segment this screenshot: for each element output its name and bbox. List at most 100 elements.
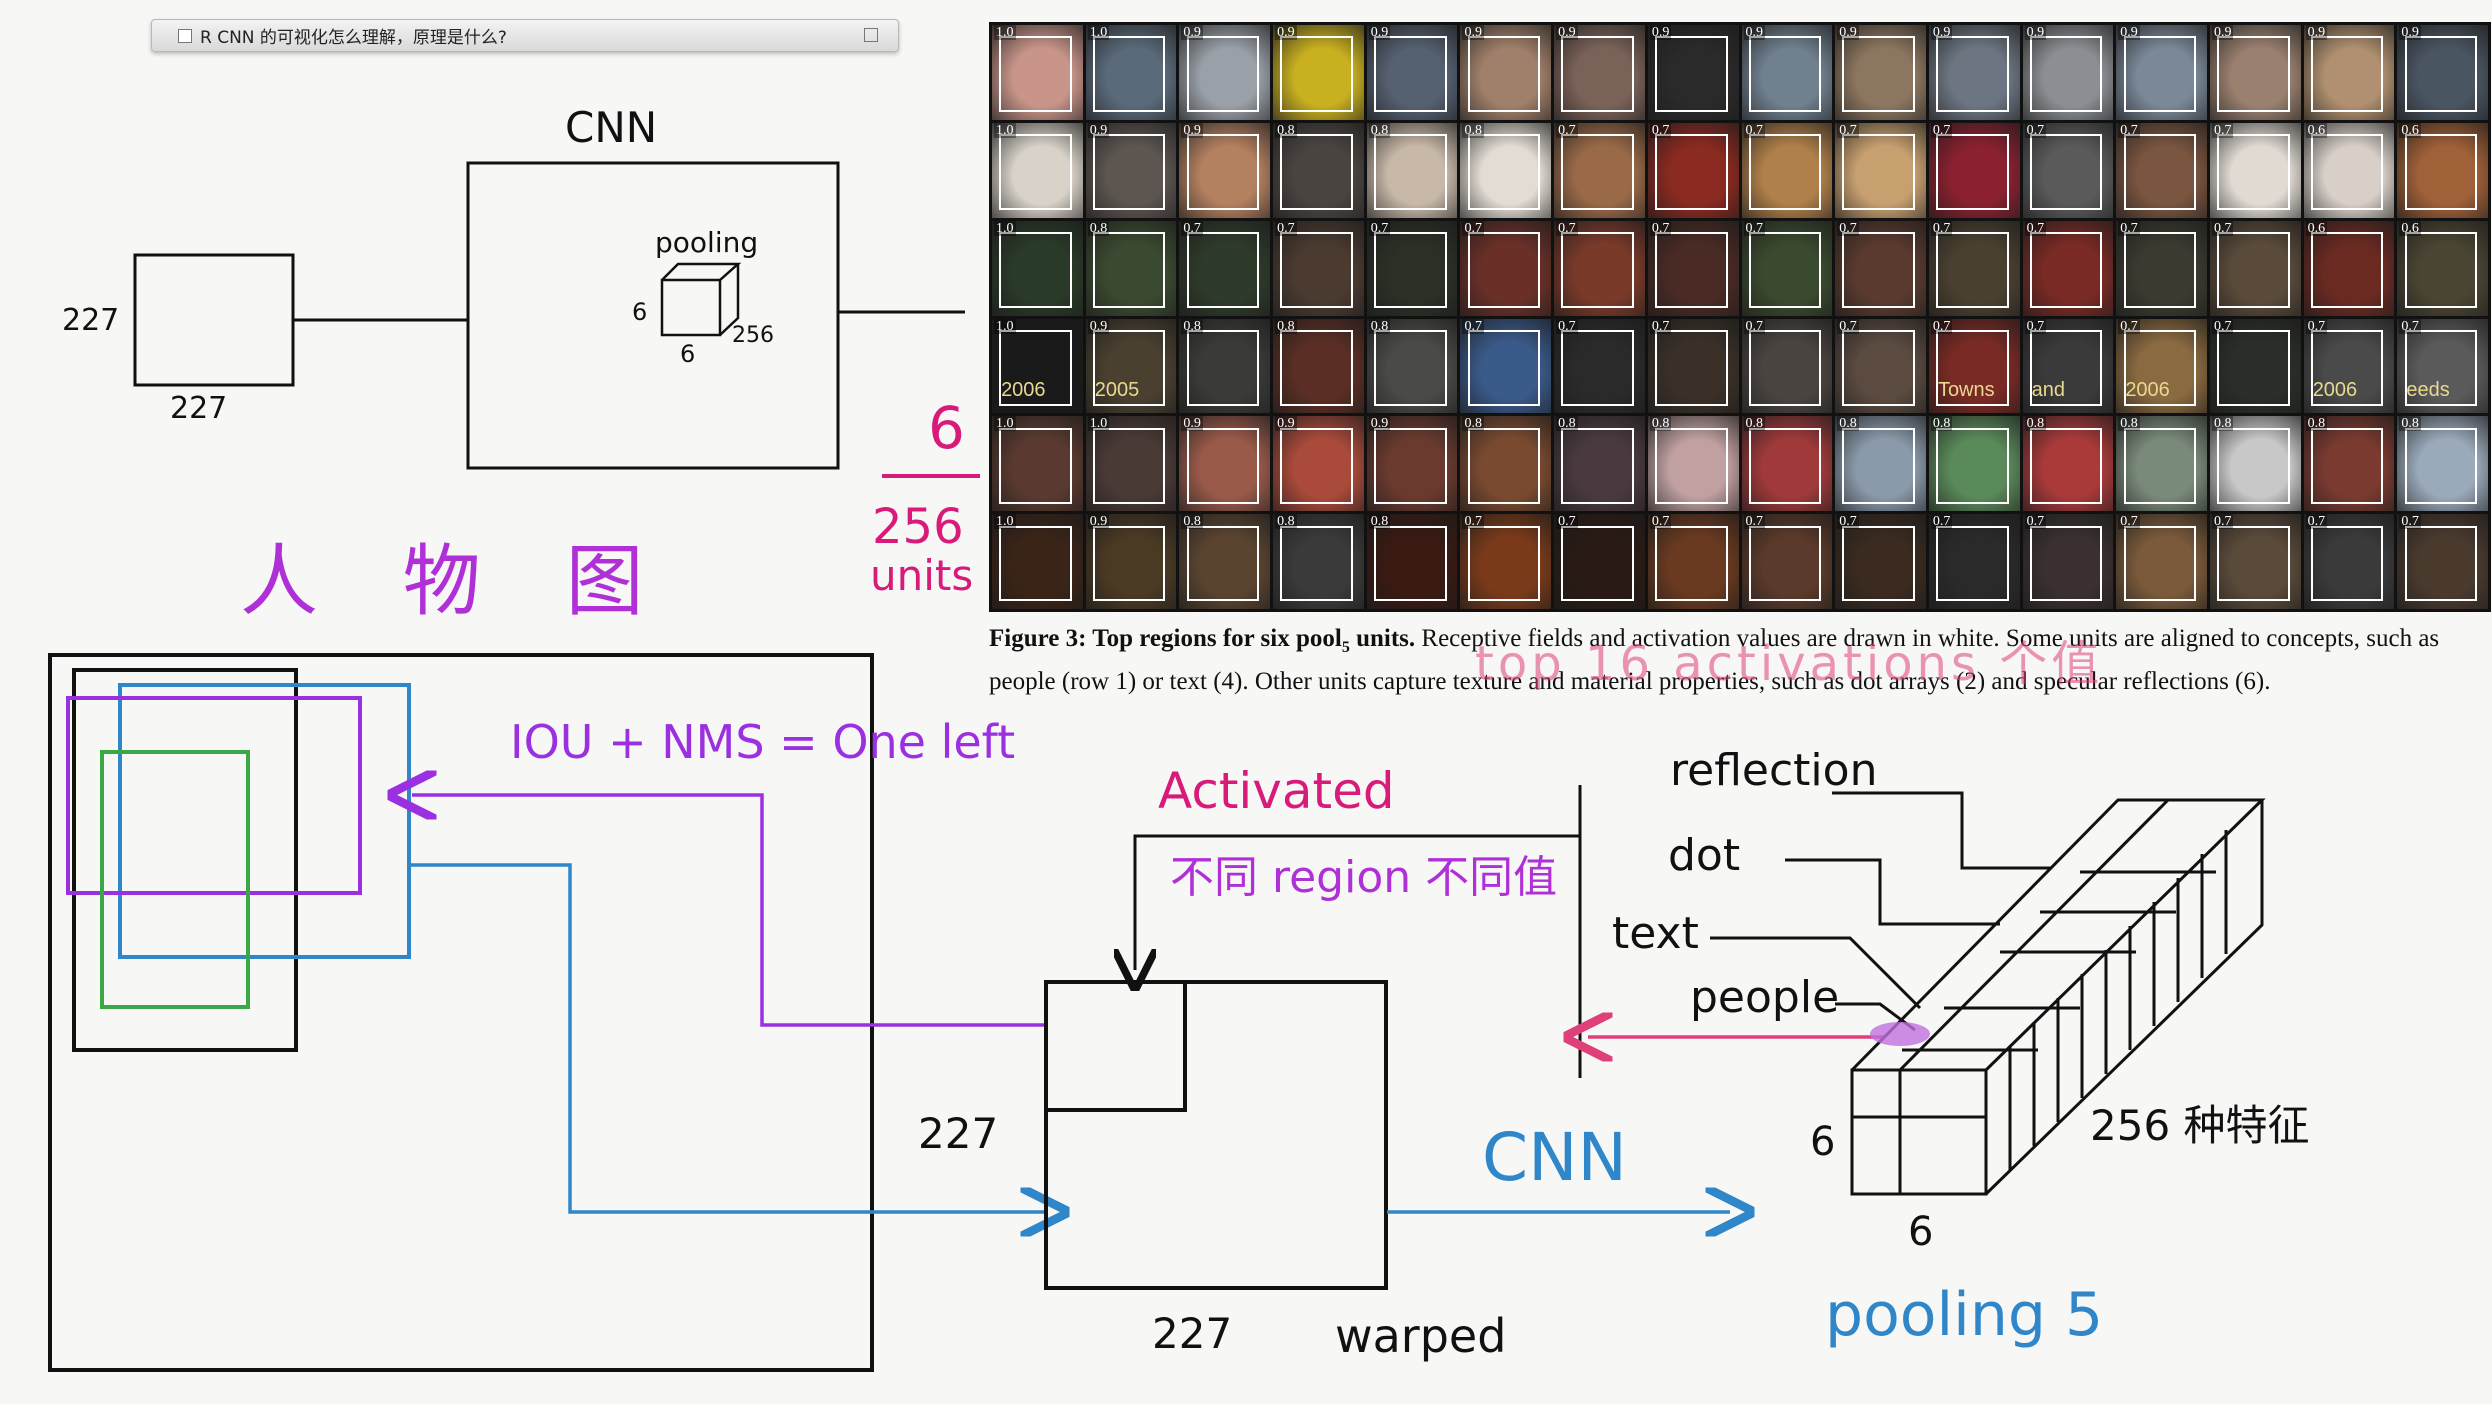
activation-value: 0.7: [1743, 514, 1765, 530]
region-cell: 0.9: [1460, 25, 1552, 120]
activation-value: 0.7: [1930, 122, 1953, 138]
activation-value: 0.8: [1556, 416, 1578, 432]
region-cell: 0.7: [2116, 220, 2207, 316]
activation-value: 0.7: [2024, 514, 2047, 530]
receptive-field-box: [2123, 427, 2197, 504]
activation-value: 0.7: [2118, 220, 2140, 236]
region-cell: 1.0: [992, 416, 1083, 512]
cube-dim-256: 256: [732, 323, 774, 348]
activation-value: 0.8: [1462, 416, 1484, 432]
receptive-field-box: [1936, 134, 2009, 211]
activation-value: 0.6: [2305, 220, 2328, 236]
activation-value: 0.8: [2305, 416, 2328, 432]
receptive-field-box: [1655, 427, 1728, 504]
activation-value: 0.8: [1181, 318, 1203, 334]
receptive-field-box: [1842, 36, 1915, 113]
restore-window-icon[interactable]: [864, 28, 878, 42]
activation-value: 0.6: [2305, 122, 2328, 138]
region-cell: 0.7: [1179, 220, 1271, 316]
receptive-field-box: [1374, 427, 1447, 504]
receptive-field-box: [1936, 232, 2009, 308]
activation-value: 0.7: [1556, 122, 1578, 138]
region-cell: 0.9: [2022, 25, 2114, 120]
region-cell: 0.7: [1741, 514, 1833, 609]
different-region-label: 不同 region 不同值: [1170, 852, 1557, 903]
region-cell: 0.6: [2397, 122, 2488, 218]
region-cell: 0.6: [2303, 220, 2395, 316]
region-cell: 0.8: [1366, 318, 1458, 414]
activation-value: 0.7: [1837, 220, 1859, 236]
region-cell: 0.8: [1366, 122, 1458, 218]
region-cell: 0.7: [2397, 514, 2488, 609]
receptive-field-box: [1467, 427, 1541, 504]
receptive-field-box: [2217, 427, 2290, 504]
activation-value: 0.8: [2399, 416, 2421, 432]
region-cell: 0.8: [1741, 416, 1833, 512]
region-cell: 0.6: [2303, 122, 2395, 218]
receptive-field-box: [999, 525, 1072, 602]
receptive-field-box: [1842, 427, 1915, 504]
receptive-field-box: [1748, 427, 1822, 504]
activation-value: 0.7: [2211, 514, 2234, 530]
region-cell: 0.7: [1741, 122, 1833, 218]
activation-value: 0.7: [2211, 220, 2234, 236]
activation-value: 0.7: [1649, 514, 1672, 530]
receptive-field-box: [2404, 525, 2478, 602]
window-titlebar[interactable]: R CNN 的可视化怎么理解，原理是什么?: [151, 19, 899, 52]
region-cell: 0.7: [1835, 220, 1926, 316]
receptive-field-box: [1748, 329, 1822, 406]
region-cell: 0.7: [2116, 122, 2207, 218]
receptive-field-box: [1467, 36, 1541, 113]
region-cell: 0.9: [1179, 25, 1271, 120]
region-cell: 0.8: [1647, 416, 1739, 512]
activation-value: 0.8: [1743, 416, 1765, 432]
caption-bold: Figure 3: Top regions for six pool: [989, 625, 1342, 652]
people-label: people: [1690, 972, 1839, 1023]
receptive-field-box: [2404, 134, 2478, 211]
activation-value: 0.8: [1462, 122, 1484, 138]
receptive-field-box: [1842, 134, 1915, 211]
receptive-field-box: [1655, 232, 1728, 308]
region-cell: 0.8: [1273, 122, 1364, 218]
cnn-label-top: CNN: [565, 103, 657, 152]
region-cell: 0.9: [1554, 25, 1645, 120]
warped-227-bottom: 227: [1152, 1309, 1232, 1358]
warped-227-side: 227: [918, 1109, 998, 1158]
region-cell: 0.9: [2116, 25, 2207, 120]
region-cell: 0.7: [1835, 318, 1926, 414]
receptive-field-box: [1655, 36, 1728, 113]
activated-label: Activated: [1158, 762, 1395, 820]
activated-arrow: [1135, 834, 1580, 970]
activation-value: 0.9: [1087, 514, 1110, 530]
receptive-field-box: [2123, 134, 2197, 211]
receptive-field-box: [1936, 329, 2009, 406]
proposal-box-blue: [118, 683, 411, 959]
region-cell: 0.8: [2022, 416, 2114, 512]
receptive-field-box: [1186, 427, 1260, 504]
region-cell: 1.0: [992, 514, 1083, 609]
activation-value: 0.9: [1556, 25, 1578, 40]
checkbox-icon[interactable]: [178, 28, 192, 43]
activation-value: 0.7: [2211, 318, 2234, 334]
receptive-field-box: [2310, 427, 2384, 504]
activation-value: 0.8: [1368, 514, 1391, 530]
receptive-field-box: [2404, 427, 2478, 504]
receptive-field-box: [2404, 329, 2478, 406]
fraction-unit: units: [870, 551, 973, 600]
activation-value: 0.6: [2399, 220, 2421, 236]
region-cell: 0.7: [1647, 122, 1739, 218]
region-cell: 0.8: [2303, 416, 2395, 512]
region-cell: 0.9: [1647, 25, 1739, 120]
region-cell: 0.7: [1741, 220, 1833, 316]
activation-value: 1.0: [994, 318, 1016, 334]
region-cell: 0.9: [1366, 416, 1458, 512]
activation-value: 0.9: [2399, 25, 2421, 40]
receptive-field-box: [1936, 36, 2009, 113]
region-cell: 0.7: [2116, 514, 2207, 609]
receptive-field-box: [2123, 329, 2197, 406]
receptive-field-box: [1748, 525, 1822, 602]
activation-value: 0.7: [1181, 220, 1203, 236]
